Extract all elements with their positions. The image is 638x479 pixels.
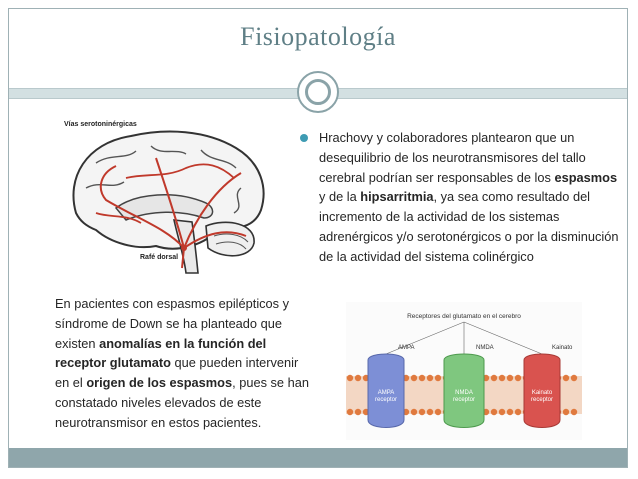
slide-title: Fisiopatología — [240, 22, 396, 51]
brain-figure-caption: Vías serotoninérgicas — [64, 121, 137, 128]
bullet-text-3: , ya sea como resultado del incremento d… — [319, 189, 619, 264]
para-text-3: , pues se han constatado niveles elevado… — [55, 375, 309, 430]
para-bold-origen: origen de los espasmos — [86, 375, 233, 391]
receptor-illustration: Receptores del glutamato en el cerebro A… — [346, 313, 582, 428]
bullet-text-2: y de la — [319, 189, 361, 205]
divider-ring-inner — [305, 79, 331, 105]
bullet-text-1: Hrachovy y colaboradores plantearon que … — [319, 130, 586, 185]
diagram-title: Receptores del glutamato en el cerebro — [407, 313, 521, 320]
kainato-top-label: Kainato — [552, 345, 573, 351]
left-paragraph: En pacientes con espasmos epilépticos y … — [55, 294, 311, 433]
para-text-2: que pueden intervenir en el — [55, 355, 299, 391]
bullet-bold-hipsarritmia: hipsarritmia — [360, 189, 434, 205]
footer-band — [9, 448, 627, 467]
bullet-paragraph: Hrachovy y colaboradores plantearon que … — [319, 128, 625, 267]
bullet-dot-icon — [300, 134, 308, 142]
ampa-top-label: AMPA — [398, 345, 415, 351]
para-text-1: En pacientes con espasmos epilépticos y … — [55, 296, 290, 351]
nmda-top-label: NMDA — [476, 345, 494, 351]
brain-illustration — [72, 130, 265, 274]
para-bold-receptor: anomalías en la función del receptor glu… — [55, 335, 267, 371]
brain-figure-label: Rafé dorsal — [140, 254, 179, 261]
brain-serotonin-pathways-figure — [56, 118, 284, 280]
bullet-bold-espasmos: espasmos — [554, 169, 618, 185]
glutamate-receptor-diagram: Receptores del glutamato en el cerebro A… — [346, 302, 582, 440]
